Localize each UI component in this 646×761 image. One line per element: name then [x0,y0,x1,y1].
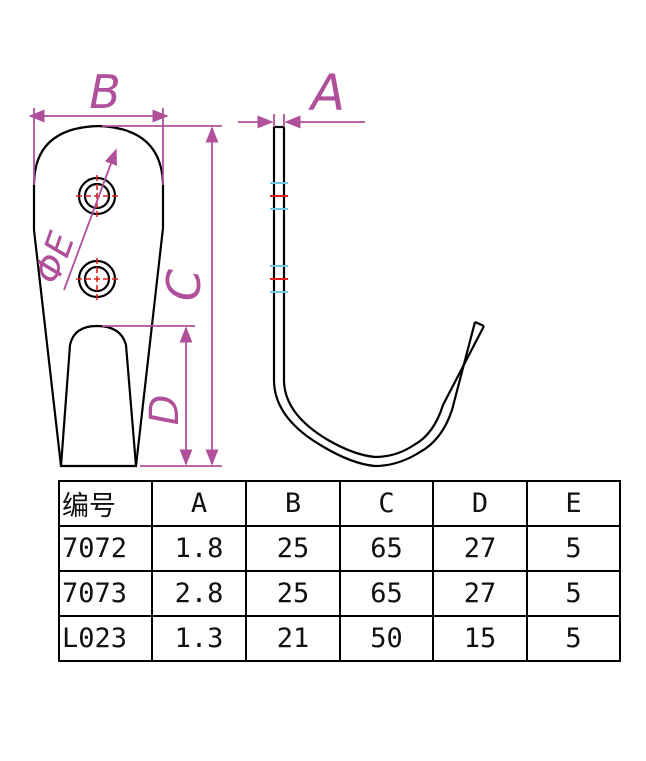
header-cell-c: C [339,480,434,527]
spec-table: 编号 A B C D E 7072 1.8 25 65 27 5 7073 2.… [58,480,621,662]
table-row: L023 1.3 21 50 15 5 [58,615,621,662]
table-cell: 27 [432,525,528,572]
header-cell-model: 编号 [58,480,153,527]
table-cell: L023 [58,615,153,662]
header-cell-a: A [151,480,247,527]
table-cell: 2.8 [151,570,247,617]
table-row: 7073 2.8 25 65 27 5 [58,570,621,617]
header-cell-d: D [432,480,528,527]
dimension-label-a: A [308,64,345,122]
hook-technical-drawing: B C D ΦE A [27,64,485,468]
plate-slot [59,324,138,467]
dimension-label-d: D [142,395,188,426]
table-cell: 21 [245,615,341,662]
dimension-a [238,114,365,129]
table-cell: 5 [526,570,621,617]
table-cell: 65 [339,570,434,617]
table-cell: 25 [245,570,341,617]
mounting-hole-bottom [76,258,118,300]
dimension-d [102,325,195,466]
table-header-row: 编号 A B C D E [58,480,621,527]
dimension-c [102,125,222,467]
dimension-b [28,108,169,185]
dimension-e [63,148,117,291]
hook-outer-edge [272,127,477,468]
table-cell: 1.8 [151,525,247,572]
table-cell: 1.3 [151,615,247,662]
table-cell: 25 [245,525,341,572]
table-cell: 65 [339,525,434,572]
table-cell: 15 [432,615,528,662]
table-cell: 7072 [58,525,153,572]
table-cell: 7073 [58,570,153,617]
table-cell: 50 [339,615,434,662]
side-view-hook [272,125,485,468]
hook-inner-edge [282,127,485,459]
header-cell-b: B [245,480,341,527]
dimension-label-c: C [157,269,211,301]
hook-hole-markers [270,182,288,293]
table-cell: 5 [526,525,621,572]
header-cell-e: E [526,480,621,527]
table-cell: 27 [432,570,528,617]
dimension-label-b: B [89,65,121,119]
table-row: 7072 1.8 25 65 27 5 [58,525,621,572]
table-cell: 5 [526,615,621,662]
mounting-hole-top [76,175,118,217]
